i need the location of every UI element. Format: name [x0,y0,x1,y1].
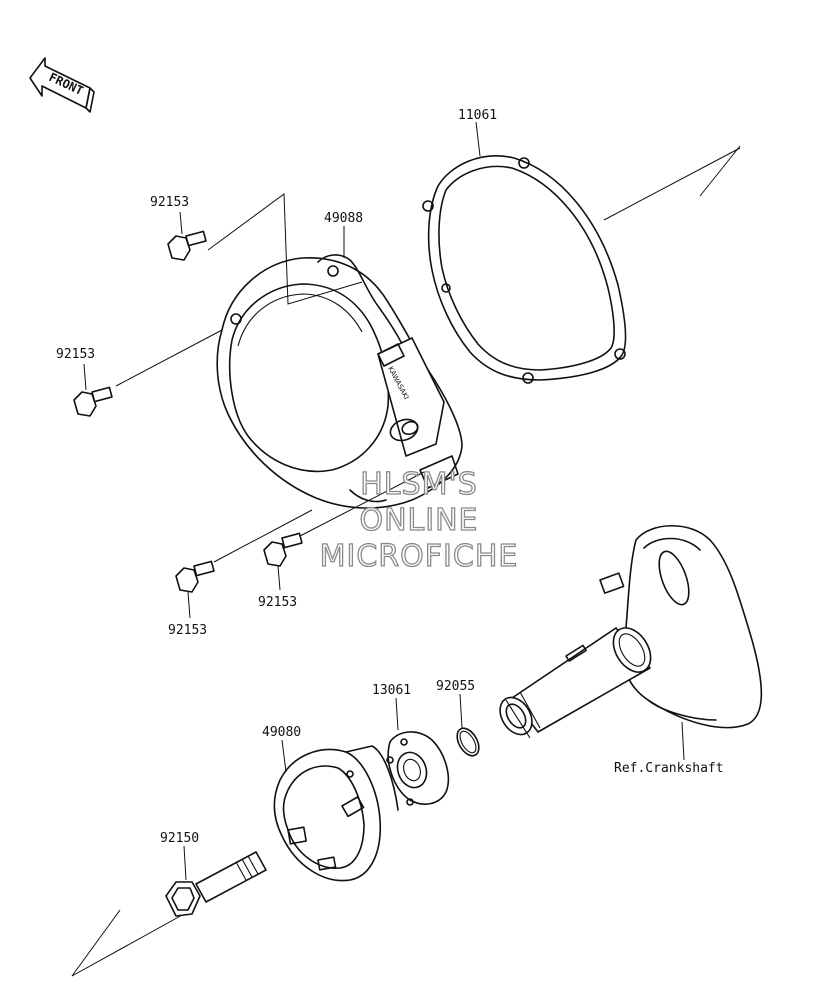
hub-13061 [386,731,450,806]
part-number-11061: 11061 [458,108,497,123]
part-number-92153-bottom-right: 92153 [258,595,297,610]
watermark: HLSM'S ONLINE MICROFICHE [319,466,519,574]
watermark-line-2: ONLINE [359,503,478,538]
bolt-92150 [165,851,267,917]
ref-crankshaft-label: Ref.Crankshaft [614,761,724,776]
part-number-92153-top: 92153 [150,195,189,210]
gasket-11061 [422,155,627,384]
bolt-92153-left [73,386,113,417]
bolt-92153-top [167,230,207,261]
front-arrow-icon: FRONT [29,57,95,113]
part-number-92150: 92150 [160,831,199,846]
rotor-49080 [273,745,399,882]
cover-49088: KAWASAKI [216,254,463,509]
crankshaft [499,524,763,739]
bolt-92153-bottom-left [175,560,215,593]
part-number-92153-bottom-left: 92153 [168,623,207,638]
watermark-line-3: MICROFICHE [320,539,519,574]
part-number-92153-left: 92153 [56,347,95,362]
part-number-13061: 13061 [372,683,411,698]
watermark-line-1: HLSM'S [360,467,478,502]
part-number-49088: 49088 [324,211,363,226]
part-number-49080: 49080 [262,725,301,740]
o-ring-92055 [456,727,480,757]
bolt-92153-bottom-right [263,532,303,567]
part-number-92055: 92055 [436,679,475,694]
